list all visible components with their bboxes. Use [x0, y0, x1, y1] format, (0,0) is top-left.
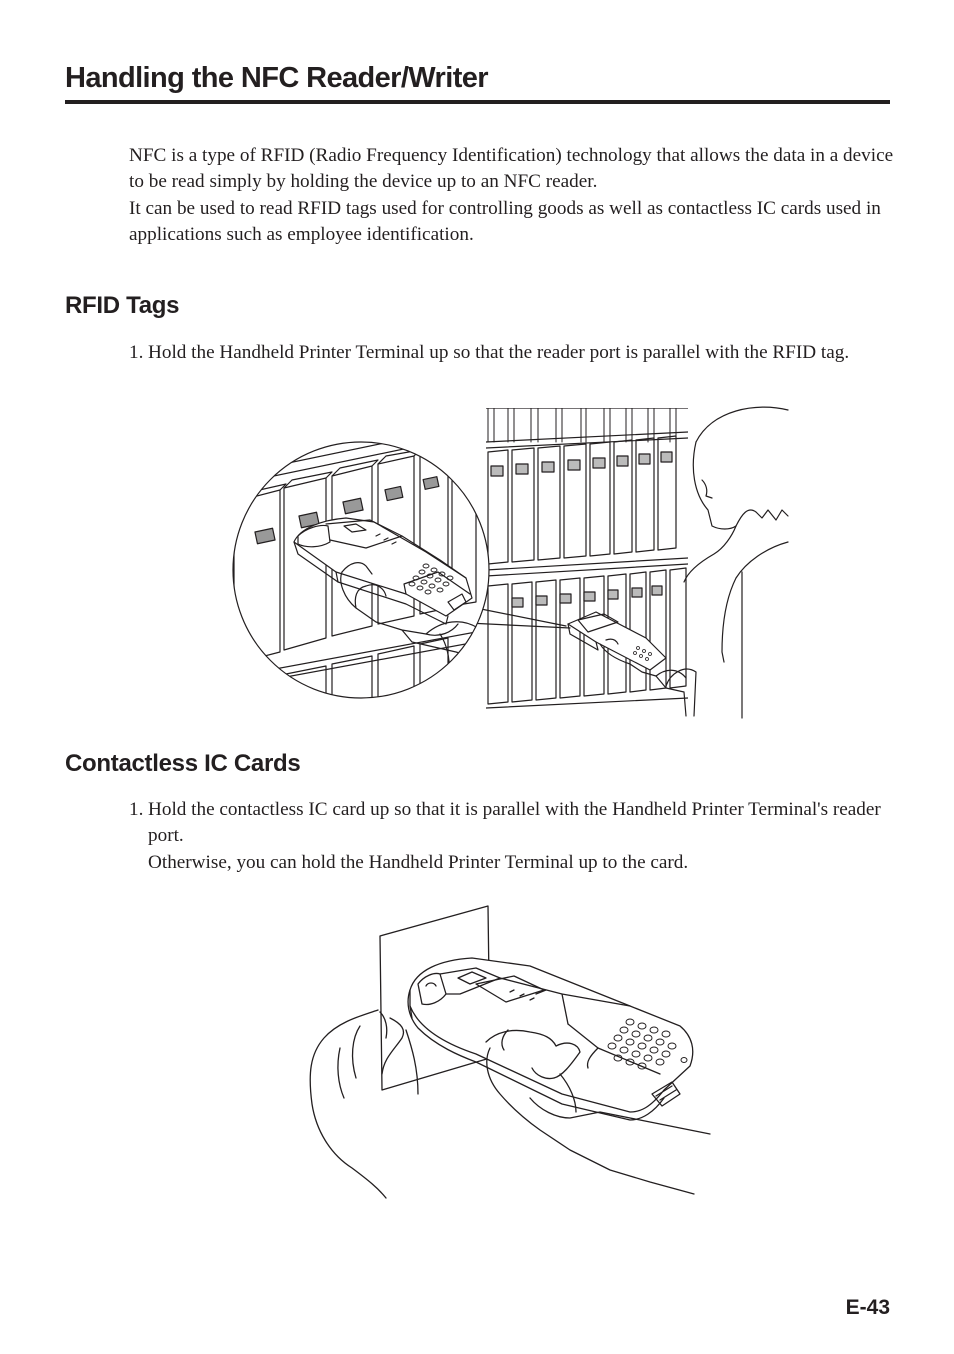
contactless-ic-cards-heading: Contactless IC Cards: [65, 750, 301, 777]
rfid-tags-heading: RFID Tags: [65, 292, 180, 319]
step-number: 1.: [129, 799, 144, 820]
contactless-step-1: 1. Hold the contactless IC card up so th…: [129, 797, 889, 876]
intro-paragraph-1: NFC is a type of RFID (Radio Frequency I…: [129, 145, 894, 193]
rfid-step-1: 1. Hold the Handheld Printer Terminal up…: [129, 340, 889, 366]
page-title: Handling the NFC Reader/Writer: [65, 62, 489, 94]
page-number: E-43: [845, 1296, 890, 1319]
title-rule: [65, 100, 890, 104]
step-text: Hold the Handheld Printer Terminal up so…: [148, 342, 850, 363]
contactless-card-reading-illustration: [309, 905, 711, 1199]
rfid-tag-reading-illustration: [232, 406, 789, 719]
intro-paragraph-2: It can be used to read RFID tags used fo…: [129, 197, 881, 246]
step-text-2: Otherwise, you can hold the Handheld Pri…: [148, 851, 689, 873]
step-text: Hold the contactless IC card up so that …: [148, 799, 881, 847]
step-number: 1.: [129, 342, 144, 363]
intro-text: NFC is a type of RFID (Radio Frequency I…: [129, 143, 899, 249]
